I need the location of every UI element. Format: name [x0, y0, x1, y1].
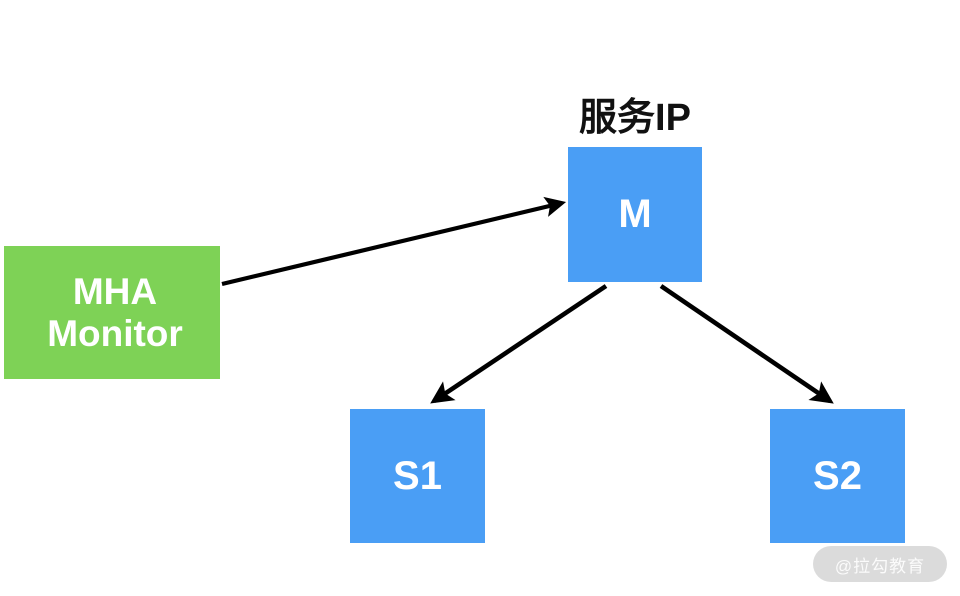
watermark-badge: @拉勾教育 — [813, 546, 947, 582]
node-master-label: M — [618, 192, 652, 237]
node-slave-2-label: S2 — [813, 453, 862, 498]
node-mha-monitor-label: MHA Monitor — [47, 271, 183, 354]
service-ip-label: 服务IP — [579, 97, 691, 139]
node-master[interactable]: M — [568, 147, 702, 282]
node-slave-1[interactable]: S1 — [350, 409, 485, 543]
edge-mha-to-master — [221, 196, 567, 287]
node-slave-2[interactable]: S2 — [770, 409, 905, 543]
edge-master-to-slave-2 — [659, 284, 834, 404]
watermark-label: @拉勾教育 — [834, 556, 926, 576]
node-slave-1-label: S1 — [393, 453, 442, 498]
edge-master-to-slave-1 — [430, 284, 608, 404]
node-mha-monitor[interactable]: MHA Monitor — [4, 246, 220, 379]
